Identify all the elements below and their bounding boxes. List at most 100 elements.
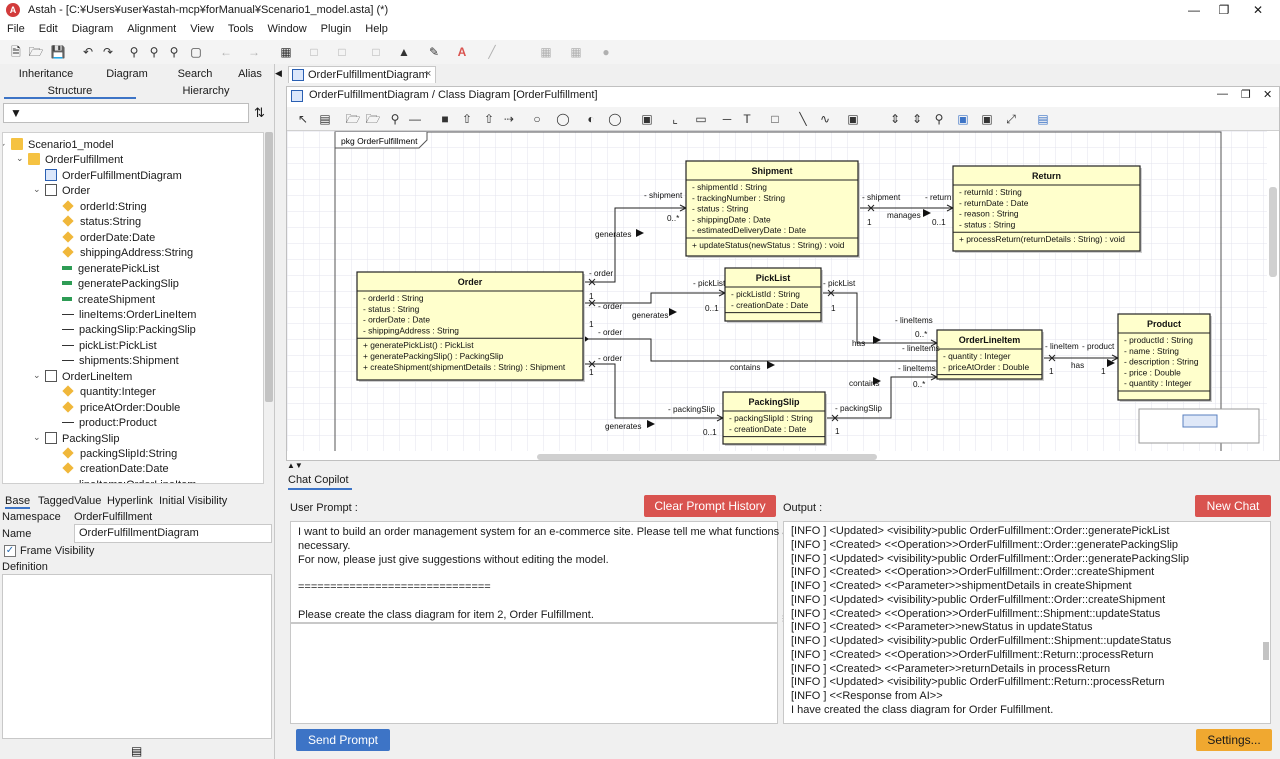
align-2-icon[interactable]: □	[338, 45, 346, 59]
curve-tool-icon[interactable]: ∿	[819, 112, 831, 126]
line-tool-icon[interactable]: ╲	[799, 112, 807, 126]
maximize-icon[interactable]: ❐	[1218, 3, 1230, 17]
tree-item[interactable]: ⌄OrderFulfillment	[16, 152, 123, 168]
tab-hyperlink[interactable]: Hyperlink	[107, 495, 153, 507]
class-box-shipment[interactable]: Shipment- shipmentId : String- trackingN…	[685, 160, 860, 258]
tab-initial-visibility[interactable]: Initial Visibility	[159, 495, 228, 507]
menu-diagram[interactable]: Diagram	[71, 23, 114, 35]
tree-item[interactable]: ⌄PackingSlip	[33, 431, 119, 447]
association-line[interactable]	[821, 292, 937, 344]
name-field[interactable]: OrderFulfillmentDiagram	[74, 524, 272, 543]
resize-icon[interactable]: ⤢	[1006, 112, 1016, 126]
provided-tool-icon[interactable]: ◐	[587, 112, 595, 126]
tree-item[interactable]: ⌄Order	[33, 183, 90, 199]
tree-item[interactable]: lineItems:OrderLineItem	[62, 477, 196, 483]
tree-item[interactable]: ⌄Scenario1_model	[3, 137, 114, 153]
tab-chat-copilot[interactable]: Chat Copilot	[288, 474, 352, 490]
text-tool-icon[interactable]: T	[743, 112, 751, 126]
fit-icon[interactable]: ▢	[190, 45, 202, 59]
tree-item[interactable]: shipments:Shipment	[62, 353, 179, 369]
note-tool-icon[interactable]: ▭	[695, 112, 707, 126]
horizontal-space-icon[interactable]: ⇕	[911, 112, 923, 126]
class-box-product[interactable]: Product- productId : String- name : Stri…	[1117, 313, 1212, 402]
tree-item[interactable]: generatePickList	[62, 261, 159, 277]
diagram-restore-icon[interactable]: ❐	[1241, 89, 1251, 101]
association-line[interactable]	[583, 363, 723, 419]
tab-hierarchy[interactable]: Hierarchy	[182, 85, 230, 97]
tree-item[interactable]: lineItems:OrderLineItem	[62, 307, 196, 323]
diagram-tab[interactable]: OrderFulfillmentDiagram ×	[288, 66, 436, 83]
composition-tool-icon[interactable]: ■	[441, 112, 449, 126]
usage-tool-icon[interactable]: ◯	[556, 112, 570, 126]
tree-scrollbar[interactable]	[265, 132, 273, 402]
sort-icon[interactable]: ⇅	[254, 105, 265, 120]
tab-base[interactable]: Base	[5, 495, 31, 509]
diagram-hscrollbar[interactable]	[537, 454, 877, 460]
tree-item[interactable]: quantity:Integer	[62, 384, 156, 400]
association-line[interactable]	[583, 207, 686, 283]
minimize-icon[interactable]: —	[1188, 3, 1200, 17]
menu-window[interactable]: Window	[267, 23, 307, 35]
definition-textarea[interactable]	[2, 574, 272, 739]
menu-view[interactable]: View	[190, 23, 214, 35]
send-prompt-button[interactable]: Send Prompt	[296, 729, 390, 751]
tab-diagram[interactable]: Diagram	[106, 68, 148, 80]
close-icon[interactable]: ✕	[1252, 3, 1264, 17]
line-style-icon[interactable]: ╱	[488, 45, 496, 59]
pin-icon[interactable]: ⚲	[934, 112, 944, 126]
add-operation-icon[interactable]: ▣	[981, 112, 993, 126]
tree-item[interactable]: product:Product	[62, 415, 157, 431]
tree-search-input[interactable]: ▼	[3, 103, 249, 123]
tab-structure[interactable]: Structure	[4, 85, 136, 99]
tree-expander-icon[interactable]: ⌄	[16, 153, 24, 164]
port-tool-icon[interactable]: ◯	[608, 112, 622, 126]
clear-prompt-history-button[interactable]: Clear Prompt History	[644, 495, 776, 517]
association-line[interactable]	[583, 292, 725, 304]
diagram-minimize-icon[interactable]: —	[1217, 88, 1228, 100]
select-tool-icon[interactable]: ↖	[297, 112, 309, 126]
distribute-icon[interactable]: ▦	[570, 45, 582, 59]
tree-item[interactable]: status:String	[62, 214, 141, 230]
menu-tools[interactable]: Tools	[227, 23, 254, 35]
interface-tool-icon[interactable]: ○	[533, 112, 541, 126]
note-anchor-tool-icon[interactable]: ─	[722, 112, 732, 126]
settings-button[interactable]: Settings...	[1196, 729, 1272, 751]
align-icon[interactable]: □	[310, 45, 318, 59]
menu-alignment[interactable]: Alignment	[127, 23, 177, 35]
save-icon[interactable]: 💾	[50, 45, 66, 59]
menu-plugin[interactable]: Plugin	[320, 23, 352, 35]
generalization-tool-icon[interactable]: ⇧	[461, 112, 473, 126]
image-tool-icon[interactable]: ▣	[847, 112, 859, 126]
diagram-canvas[interactable]: pkg OrderFulfillment Shipment- shipmentI…	[287, 131, 1267, 451]
tree-item[interactable]: OrderFulfillmentDiagram	[45, 168, 182, 184]
class-tool-icon[interactable]: ▤	[319, 112, 331, 126]
tree-item[interactable]: creationDate:Date	[62, 461, 169, 477]
class-box-picklist[interactable]: PickList- pickListId : String- creationD…	[724, 267, 823, 323]
tree-expander-icon[interactable]: ⌄	[33, 431, 41, 442]
grid-icon[interactable]: ▦	[280, 45, 292, 59]
menu-edit[interactable]: Edit	[38, 23, 58, 35]
pin-tool-icon[interactable]: ⚲	[390, 112, 400, 126]
tab-taggedvalue[interactable]: TaggedValue	[38, 495, 102, 507]
tree-expander-icon[interactable]: ⌄	[33, 184, 41, 195]
fill-color-icon[interactable]: ▲	[398, 45, 410, 59]
prompt-input[interactable]	[290, 623, 778, 724]
tab-close-icon[interactable]: ×	[425, 68, 432, 80]
snap-icon[interactable]: ▦	[540, 45, 552, 59]
tree-item[interactable]: orderId:String	[62, 199, 147, 215]
realization-tool-icon[interactable]: ⇧	[483, 112, 495, 126]
class-box-return[interactable]: Return- returnId : String- returnDate : …	[952, 165, 1142, 253]
zoom-out-icon[interactable]: ⚲	[169, 45, 179, 59]
output-scrollbar[interactable]	[1263, 642, 1269, 660]
undo-icon[interactable]: ↶	[82, 45, 94, 59]
splitter-arrows-icon[interactable]: ▲▼	[287, 461, 303, 470]
tree-item[interactable]: priceAtOrder:Double	[62, 400, 180, 416]
tree-expander-icon[interactable]: ⌄	[3, 135, 7, 151]
tree-expander-icon[interactable]: ⌄	[33, 369, 41, 380]
line-color-icon[interactable]: ✎	[428, 45, 440, 59]
new-chat-button[interactable]: New Chat	[1195, 495, 1271, 517]
tree-item[interactable]: shippingAddress:String	[62, 245, 193, 261]
class-box-order[interactable]: Order- orderId : String- status : String…	[356, 271, 585, 382]
tree-item[interactable]: ⌄OrderLineItem	[33, 369, 132, 385]
panel-splitter-left-icon[interactable]: ◀	[275, 68, 282, 78]
